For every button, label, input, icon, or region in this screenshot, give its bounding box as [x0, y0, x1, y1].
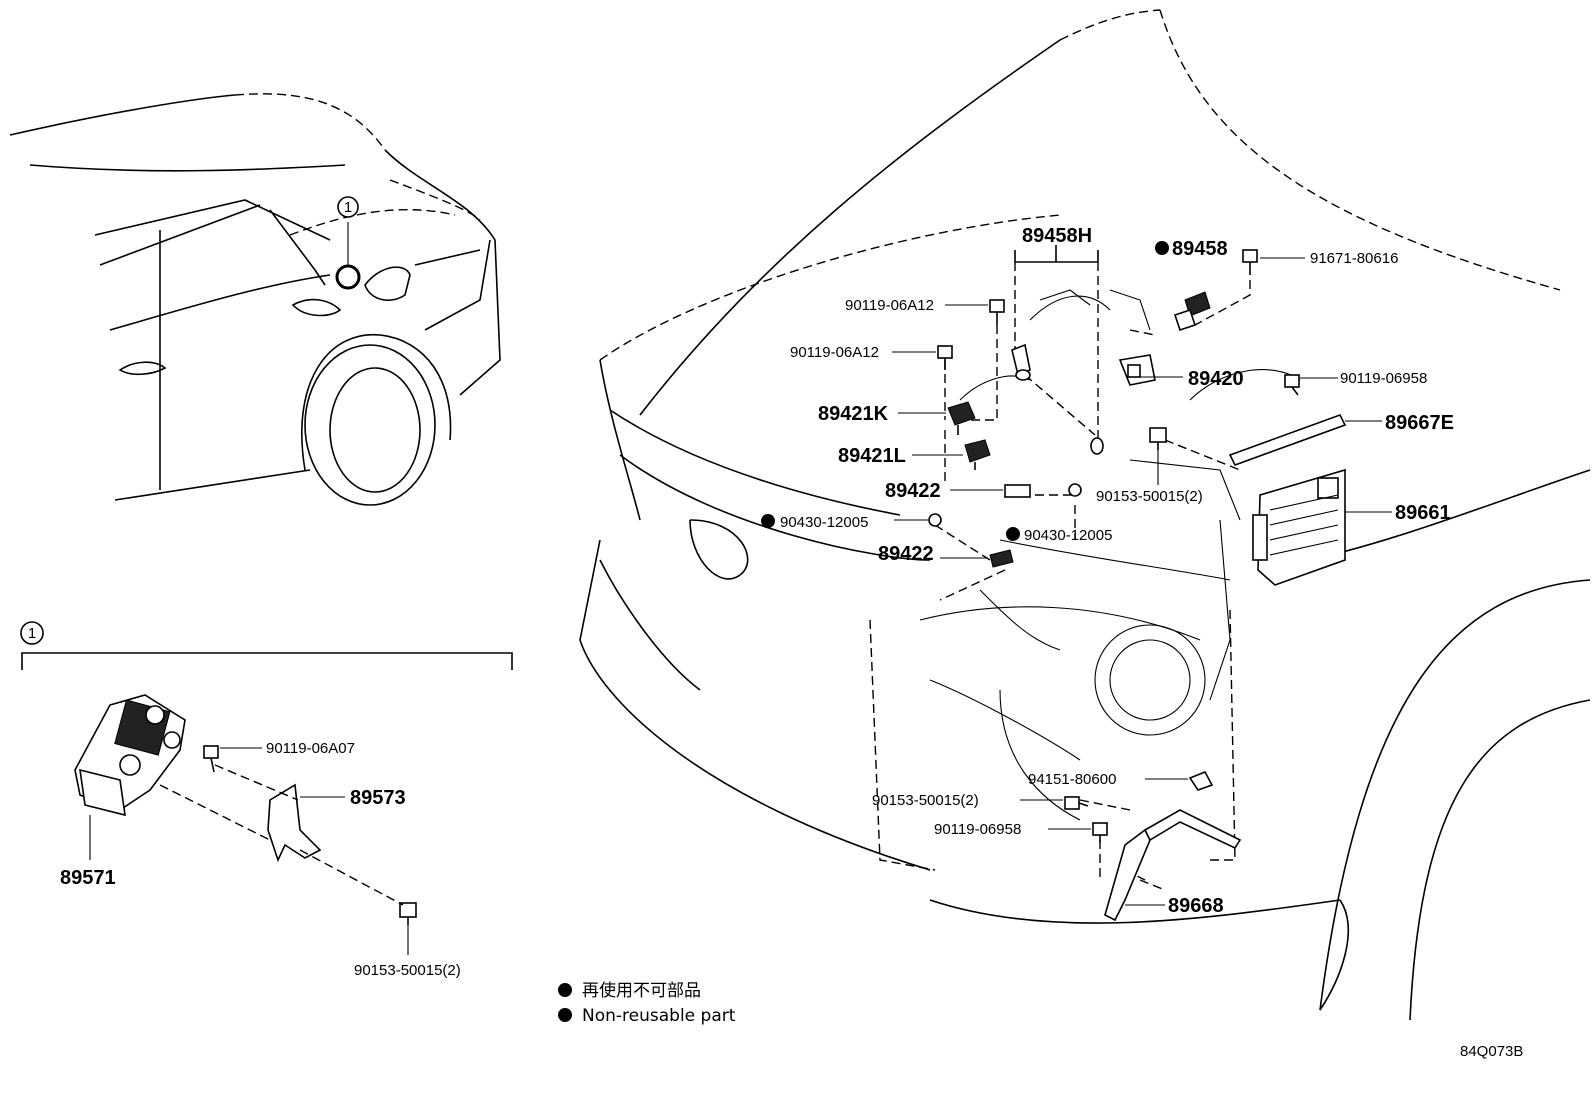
label-89661: 89661 — [1395, 502, 1451, 524]
bolt-90153-50015 — [399, 902, 417, 925]
label-90153-50015-lower: 90153-50015(2) — [872, 792, 979, 809]
label-89422-lower: 89422 — [878, 543, 934, 565]
non-reusable-dot — [1006, 527, 1020, 541]
label-89458: 89458 — [1172, 238, 1228, 260]
sensor-89422-lower — [989, 549, 1014, 568]
bolt-90119-06A12-lower — [937, 345, 953, 370]
label-94151-80600: 94151-80600 — [1028, 771, 1116, 788]
rear-vehicle-view: 1 — [9, 93, 501, 506]
label-89668: 89668 — [1168, 895, 1224, 917]
bolt-90119-06A07 — [203, 745, 219, 773]
inset-marker: 1 — [28, 625, 36, 642]
ecu-89661 — [1252, 468, 1346, 586]
label-90119-06A07: 90119-06A07 — [266, 740, 355, 757]
sensor-89421K — [947, 401, 976, 435]
bolt-91671-80616 — [1242, 249, 1258, 275]
label-90119-06A12-upper: 90119-06A12 — [845, 297, 934, 314]
label-91671-80616: 91671-80616 — [1310, 250, 1398, 267]
label-89458H: 89458H — [1022, 225, 1092, 247]
bracket-89420 — [1118, 354, 1156, 386]
bolt-90119-06A12-upper — [989, 299, 1005, 325]
legend-dot-jp — [558, 983, 572, 997]
diagram-code: 84Q073B — [1460, 1043, 1523, 1060]
part-labels: 89458H 89458 91671-80616 90119-06A12 901… — [60, 225, 1454, 979]
label-90153-50015-inset: 90153-50015(2) — [354, 962, 461, 979]
label-90119-06958-lower: 90119-06958 — [934, 821, 1021, 838]
label-90430-12005-left: 90430-12005 — [780, 514, 868, 531]
bracket-89667E — [1228, 414, 1347, 466]
label-90153-50015-upper: 90153-50015(2) — [1096, 488, 1203, 505]
bolt-90119-06958-lower — [1092, 822, 1108, 842]
front-vehicle-view — [579, 9, 1591, 1021]
legend-dot-en — [558, 1008, 572, 1022]
nut-94151-80600 — [1188, 770, 1214, 791]
non-reusable-dot — [761, 514, 775, 528]
legend-en-text: Non-reusable part — [582, 1006, 736, 1026]
sensor-89458H — [1011, 343, 1031, 381]
bolt-90153-50015-lower — [1064, 796, 1089, 810]
bolt-90153-50015-upper — [1149, 427, 1167, 450]
sensor-89422-upper — [1004, 484, 1031, 498]
label-89421K: 89421K — [818, 403, 889, 425]
bolt-90119-06958-upper — [1284, 374, 1300, 396]
label-89421L: 89421L — [838, 445, 906, 467]
label-89573: 89573 — [350, 787, 406, 809]
sensor-89421L — [964, 439, 991, 470]
bracket-89573 — [267, 783, 322, 863]
label-90119-06958-upper: 90119-06958 — [1340, 370, 1427, 387]
legend: 再使用不可部品 Non-reusable part — [558, 980, 736, 1026]
label-90430-12005-right: 90430-12005 — [1024, 527, 1112, 544]
sensor-89458 — [1173, 291, 1211, 332]
label-89667E: 89667E — [1385, 412, 1454, 434]
label-89571: 89571 — [60, 867, 116, 889]
label-89420: 89420 — [1188, 368, 1244, 390]
non-reusable-dot — [1155, 241, 1169, 255]
inset-panel: 1 — [20, 621, 513, 955]
callout-marker: 1 — [344, 199, 352, 216]
legend-jp-text: 再使用不可部品 — [582, 980, 701, 1001]
bracket-89668 — [1104, 809, 1242, 922]
module-89571 — [74, 694, 186, 817]
label-90119-06A12-lower: 90119-06A12 — [790, 344, 879, 361]
label-89422-upper: 89422 — [885, 480, 941, 502]
